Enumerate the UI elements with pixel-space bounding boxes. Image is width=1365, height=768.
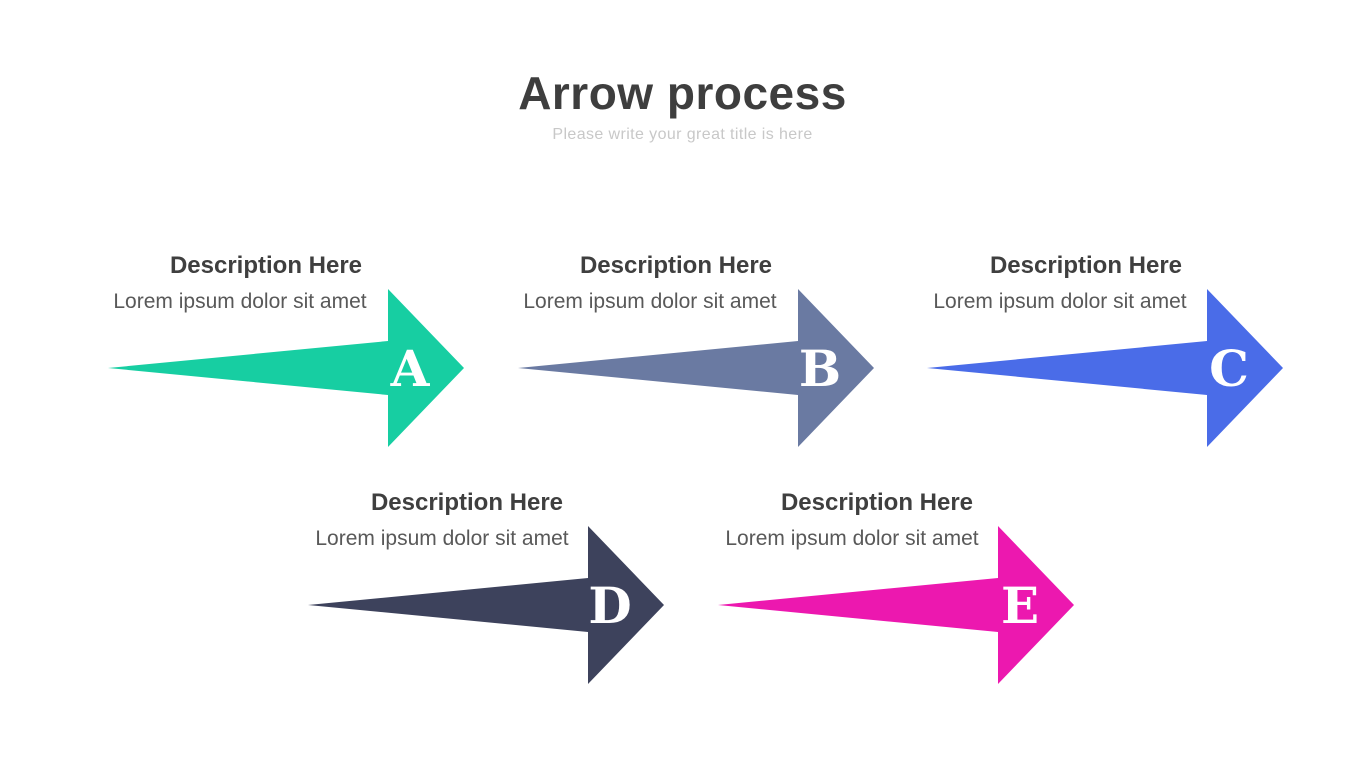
arrow-b-letter: B [799,339,841,398]
item-e-body: Lorem ipsum dolor sit amet [725,527,979,550]
arrow-d-icon: D [308,526,664,684]
item-b-body: Lorem ipsum dolor sit amet [523,290,777,313]
arrow-e-shape [718,526,1074,684]
arrow-e-letter: E [1001,576,1039,635]
arrow-a-letter: A [390,339,431,398]
arrow-b-shape [518,289,874,447]
slide-subtitle: Please write your great title is here [552,126,813,143]
arrow-a-icon: A [108,289,464,447]
arrow-d-letter: D [588,576,631,635]
item-a-title: Description Here [169,252,363,279]
item-b-title: Description Here [579,252,773,279]
arrow-a-shape [108,289,464,447]
item-a-body: Lorem ipsum dolor sit amet [113,290,367,313]
arrow-d-shape [308,526,664,684]
item-d-body: Lorem ipsum dolor sit amet [315,527,569,550]
item-e-title: Description Here [780,489,974,516]
item-d-title: Description Here [370,489,564,516]
arrow-c-icon: C [927,289,1283,447]
item-c-title: Description Here [989,252,1183,279]
item-c-body: Lorem ipsum dolor sit amet [933,290,1187,313]
arrow-c-letter: C [1209,339,1249,398]
arrow-c-shape [927,289,1283,447]
arrow-e-icon: E [718,526,1074,684]
arrow-b-icon: B [518,289,874,447]
slide-title: Arrow process [518,67,847,119]
